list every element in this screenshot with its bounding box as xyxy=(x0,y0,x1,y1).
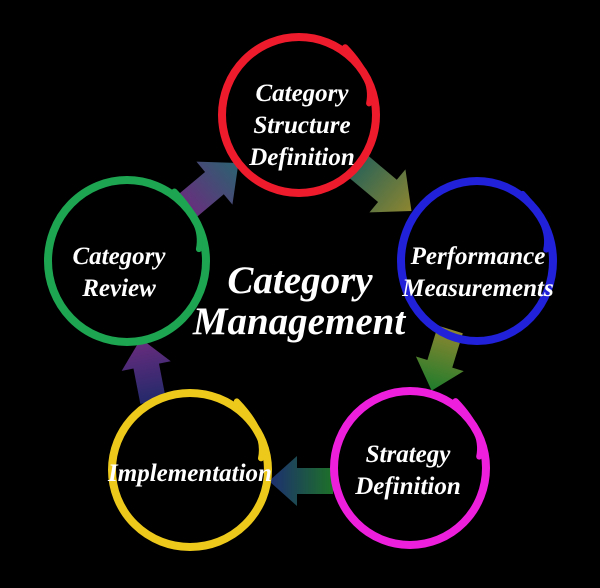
diagram-title-line2: Management xyxy=(192,300,407,343)
arrow-review-to-structure-icon xyxy=(174,161,239,221)
node-label-line: Review xyxy=(81,275,156,302)
node-label-line: Implementation xyxy=(107,460,272,487)
node-category-review: Category Review xyxy=(44,176,210,346)
node-label-line: Definition xyxy=(354,473,461,500)
node-label-line: Category xyxy=(255,80,349,107)
node-label-line: Definition xyxy=(248,144,355,171)
circle-outline xyxy=(108,389,272,551)
node-label-line: Measurements xyxy=(401,275,553,302)
brush-tail xyxy=(233,398,265,462)
circle-outline xyxy=(330,387,490,549)
node-performance-measurements: Performance Measurements xyxy=(397,177,557,345)
brush-tail xyxy=(342,44,373,107)
node-label-line: Performance xyxy=(410,243,546,270)
node-label-line: Structure xyxy=(253,112,350,139)
diagram-title-line1: Category xyxy=(227,259,373,302)
circle-outline xyxy=(44,176,210,346)
circle-outline xyxy=(397,177,557,345)
diagram-title: Category Management xyxy=(192,259,407,343)
node-label-line: Category xyxy=(72,243,166,270)
circle-outline xyxy=(218,33,380,197)
node-strategy-definition: Strategy Definition xyxy=(330,387,490,549)
node-label-line: Strategy xyxy=(366,441,452,468)
node-category-structure-definition: Category Structure Definition xyxy=(218,33,380,197)
brush-tail xyxy=(171,188,203,253)
arrow-structure-to-performance-icon xyxy=(347,153,412,213)
brush-tail xyxy=(519,190,551,253)
node-implementation: Implementation xyxy=(107,389,272,551)
arrow-implementation-to-review-icon xyxy=(121,338,171,404)
arrow-strategy-to-implementation-icon xyxy=(269,456,333,506)
arrow-performance-to-strategy-icon xyxy=(415,325,464,391)
brush-tail xyxy=(452,398,484,460)
